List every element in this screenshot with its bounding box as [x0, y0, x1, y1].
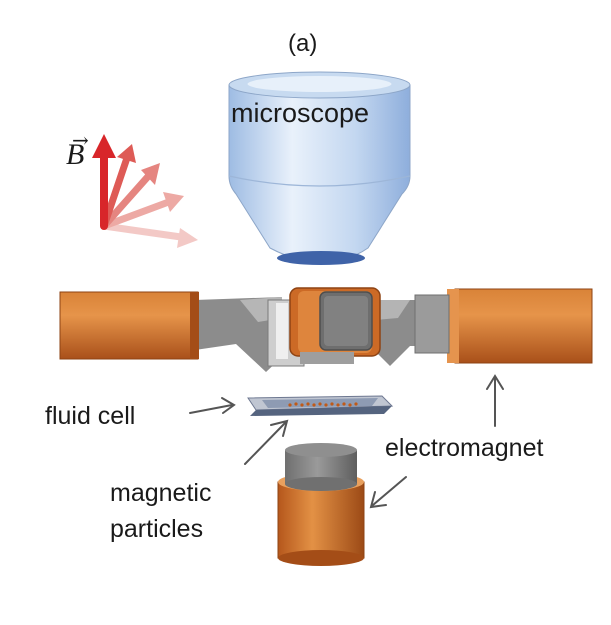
- fluid-cell-label: fluid cell: [45, 402, 136, 430]
- bottom-electromagnet: [277, 443, 365, 566]
- magnetic-particles-label-line1: magnetic: [110, 479, 212, 507]
- microscope-objective-icon: [228, 71, 411, 265]
- left-electromagnet: [59, 291, 282, 372]
- pointer-arrows: [189, 374, 504, 509]
- b-field-label: B: [66, 138, 85, 171]
- magnetic-field-vector-icon: [92, 134, 198, 248]
- magnetic-particles-label-line2: particles: [110, 515, 204, 543]
- particles-pointer: [244, 419, 289, 465]
- microscope-label: microscope: [231, 98, 370, 128]
- fluid-cell-icon: [247, 395, 394, 416]
- electromagnet-label: electromagnet: [385, 434, 544, 462]
- b-field-vector-mark: →: [72, 128, 89, 152]
- electromagnet-pointer-right: [486, 374, 504, 427]
- right-electromagnet: [372, 288, 593, 366]
- electromagnet-pointer-bottom: [369, 476, 407, 509]
- electromagnet-core-icon: [267, 287, 381, 367]
- fluid-cell-pointer: [189, 397, 236, 414]
- panel-label: (a): [288, 30, 318, 57]
